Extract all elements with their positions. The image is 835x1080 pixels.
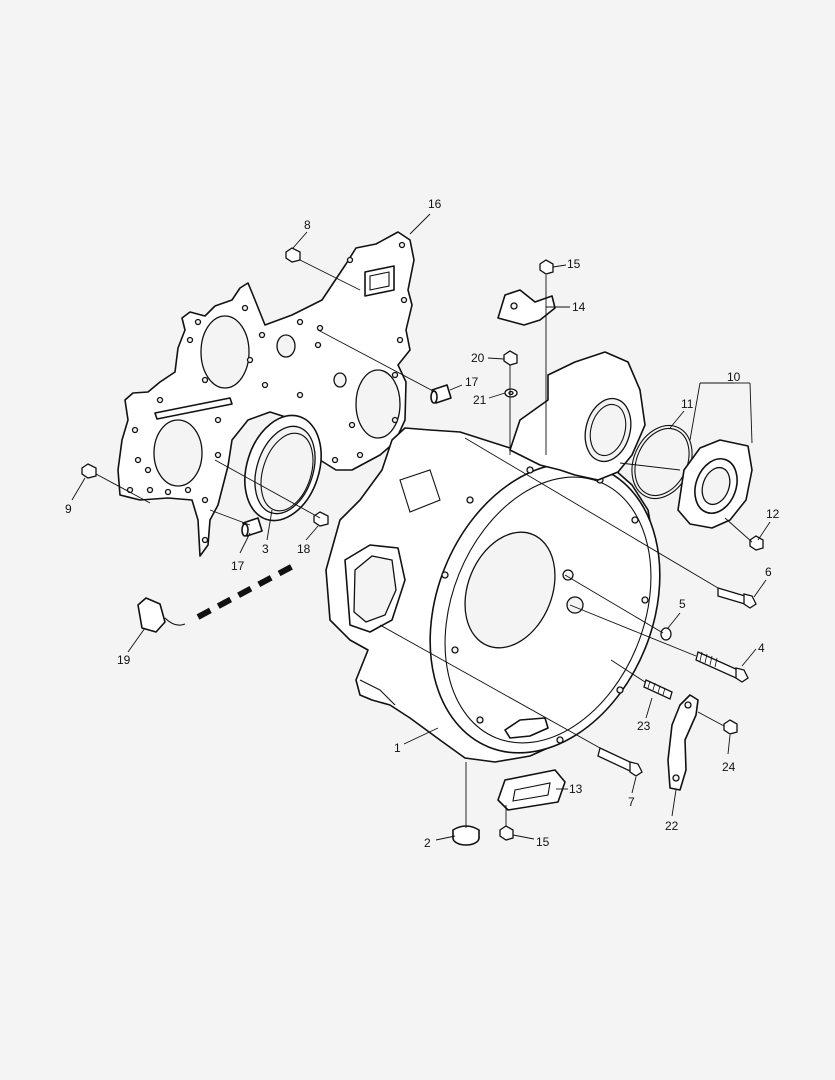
flywheel-housing-part-1 [325, 427, 661, 763]
dowel-pin-part-17b [241, 517, 263, 537]
sensor-part-19 [137, 597, 186, 633]
callout-20: 20 [471, 351, 485, 365]
callout-23: 23 [637, 719, 651, 733]
alignment-lines [95, 259, 753, 828]
callout-24: 24 [722, 760, 736, 774]
callout-10: 10 [727, 370, 741, 384]
dowel-pin-part-17a [430, 384, 452, 404]
callout-8: 8 [304, 218, 311, 232]
callout-12: 12 [766, 507, 780, 521]
callout-21: 21 [473, 393, 487, 407]
lever-part-22 [667, 694, 699, 791]
callout-3: 3 [262, 542, 269, 556]
callout-15-top: 15 [567, 257, 581, 271]
bolt-part-7 [597, 747, 643, 777]
sensor-cable-dashes [196, 562, 297, 620]
callout-17-upper: 17 [465, 375, 479, 389]
bolt-part-9 [81, 463, 97, 479]
callout-15-bottom: 15 [536, 835, 550, 849]
bolt-part-15b [499, 825, 514, 841]
callout-13: 13 [569, 782, 583, 796]
callout-18: 18 [297, 542, 311, 556]
callout-4: 4 [758, 641, 765, 655]
callout-7: 7 [628, 795, 635, 809]
washer-part-5 [660, 627, 672, 641]
callout-1: 1 [394, 741, 401, 755]
callout-19: 19 [117, 653, 131, 667]
bolt-part-8 [285, 247, 301, 263]
callout-11: 11 [681, 397, 694, 411]
bolt-part-18 [313, 511, 329, 527]
plug-part-2 [452, 825, 480, 846]
plate-part-13 [497, 769, 566, 811]
rear-housing [509, 351, 646, 481]
callout-14: 14 [572, 300, 586, 314]
callout-leaders [71, 213, 771, 841]
callout-22: 22 [665, 819, 679, 833]
bolt-part-15a [539, 259, 554, 275]
stud-part-23 [643, 679, 673, 700]
washer-part-21 [504, 388, 518, 398]
bolt-part-4 [695, 651, 749, 683]
callout-5: 5 [679, 597, 686, 611]
cover-part-10 [677, 439, 753, 529]
callout-16: 16 [428, 197, 442, 211]
seal-part-3 [244, 414, 322, 522]
bolt-part-20 [503, 350, 518, 366]
callout-17-lower: 17 [231, 559, 245, 573]
callout-9: 9 [65, 502, 72, 516]
front-plate-part-16 [117, 231, 415, 557]
bracket-part-14 [497, 289, 556, 326]
bolt-part-12 [749, 535, 764, 551]
callout-2: 2 [424, 836, 431, 850]
callout-6: 6 [765, 565, 772, 579]
nut-part-24 [723, 719, 738, 735]
bolt-part-6 [717, 587, 757, 609]
